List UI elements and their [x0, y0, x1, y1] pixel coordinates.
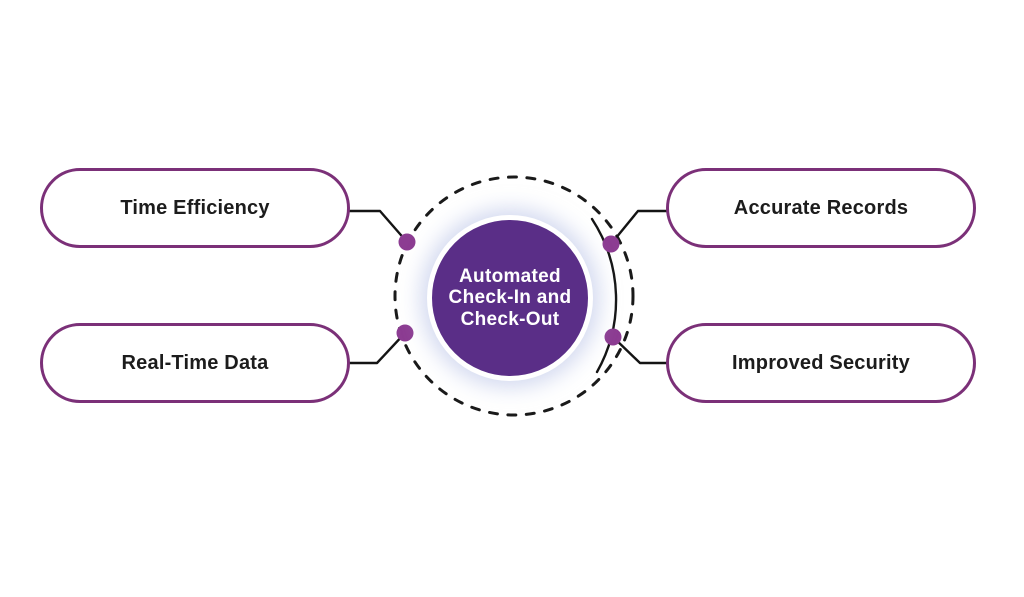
- node-real-time-data: Real-Time Data: [40, 323, 350, 403]
- node-time-efficiency: Time Efficiency: [40, 168, 350, 248]
- dashed-circle: [393, 175, 635, 417]
- connector-top-right: [609, 209, 669, 246]
- center-node: Automated Check-In and Check-Out: [427, 215, 593, 381]
- node-accurate-records-label: Accurate Records: [733, 196, 909, 219]
- dot-bottom-left: [396, 324, 414, 342]
- dot-top-right: [602, 235, 620, 253]
- node-time-efficiency-label: Time Efficiency: [120, 196, 270, 219]
- dot-top-left: [398, 233, 416, 251]
- dot-bottom-right: [604, 328, 622, 346]
- connector-bottom-right: [611, 335, 669, 365]
- center-node-label-line1: Automated: [459, 265, 561, 287]
- node-accurate-records: Accurate Records: [666, 168, 976, 248]
- center-node-label-line3: Check-Out: [460, 308, 560, 330]
- connector-top-left: [348, 209, 409, 244]
- node-real-time-data-label: Real-Time Data: [121, 351, 269, 374]
- node-improved-security: Improved Security: [666, 323, 976, 403]
- node-improved-security-label: Improved Security: [732, 351, 910, 374]
- center-node-label-line2: Check-In and: [448, 287, 572, 309]
- connector-bottom-left: [348, 331, 407, 365]
- right-arc: [590, 217, 618, 374]
